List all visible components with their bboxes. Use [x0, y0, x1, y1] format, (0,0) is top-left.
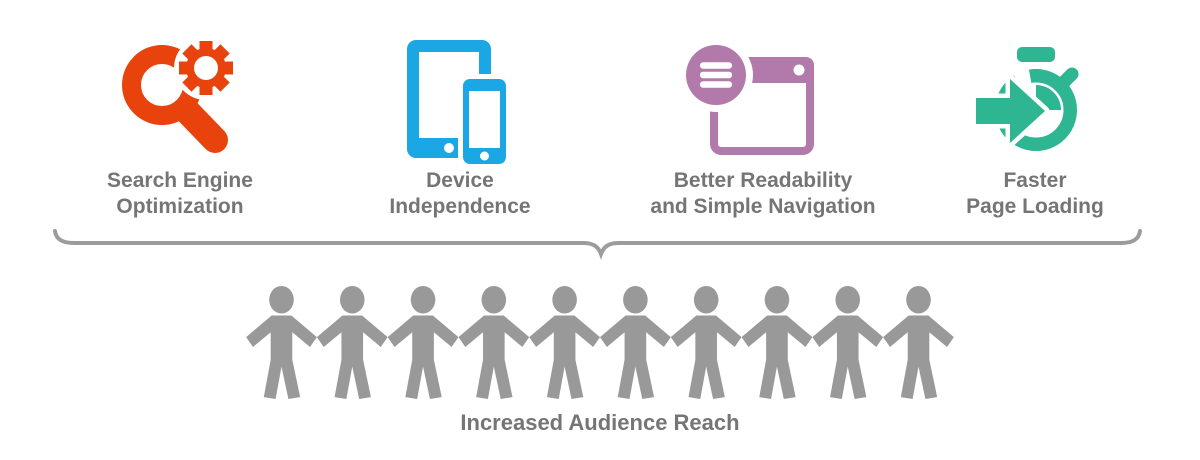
label-line: Search Engine	[107, 169, 253, 192]
benefit-devices: Device Independence	[310, 15, 610, 230]
person-figure	[741, 286, 813, 400]
audience-label: Increased Audience Reach	[460, 410, 740, 435]
devices-tablet-phone-icon	[407, 40, 511, 164]
faster-loading-stopwatch-icon	[974, 47, 1079, 151]
gear-icon	[179, 41, 233, 95]
benefit-label-devices: Device Independence	[310, 168, 610, 220]
label-line: Independence	[389, 195, 531, 218]
label-line: Better Readability	[673, 169, 853, 192]
person-figure	[387, 286, 459, 400]
benefit-label-seo: Search Engine Optimization	[30, 168, 330, 220]
person-figure	[670, 286, 742, 400]
benefit-faster-loading: Faster Page Loading	[885, 15, 1185, 230]
person-figure	[600, 286, 671, 400]
benefit-readability: Better Readability and Simple Navigation	[610, 15, 916, 230]
person-figure	[529, 286, 600, 400]
readability-browser-list-icon	[682, 45, 814, 155]
person-figure	[458, 286, 530, 400]
devices-icon-wrap	[310, 15, 610, 165]
arrow-right-icon	[974, 74, 1050, 148]
person-figure	[246, 286, 317, 400]
label-line: Optimization	[116, 195, 244, 218]
benefit-label-readability: Better Readability and Simple Navigation	[610, 168, 916, 220]
label-line: Device	[426, 169, 494, 192]
label-line: and Simple Navigation	[650, 195, 876, 218]
label-line: Page Loading	[966, 195, 1104, 218]
label-line: Faster	[1003, 169, 1067, 192]
seo-icon-wrap	[30, 15, 330, 165]
benefit-label-faster: Faster Page Loading	[885, 168, 1185, 220]
benefit-seo: Search Engine Optimization	[30, 15, 330, 230]
person-figure	[316, 286, 388, 400]
person-figure	[883, 286, 954, 400]
list-menu-icon	[682, 45, 753, 112]
audience-people	[246, 286, 954, 400]
faster-icon-wrap	[885, 15, 1185, 165]
smartphone-icon	[458, 74, 511, 164]
person-figure	[812, 286, 884, 400]
readability-icon-wrap	[610, 15, 916, 165]
seo-search-gear-icon	[122, 36, 238, 153]
